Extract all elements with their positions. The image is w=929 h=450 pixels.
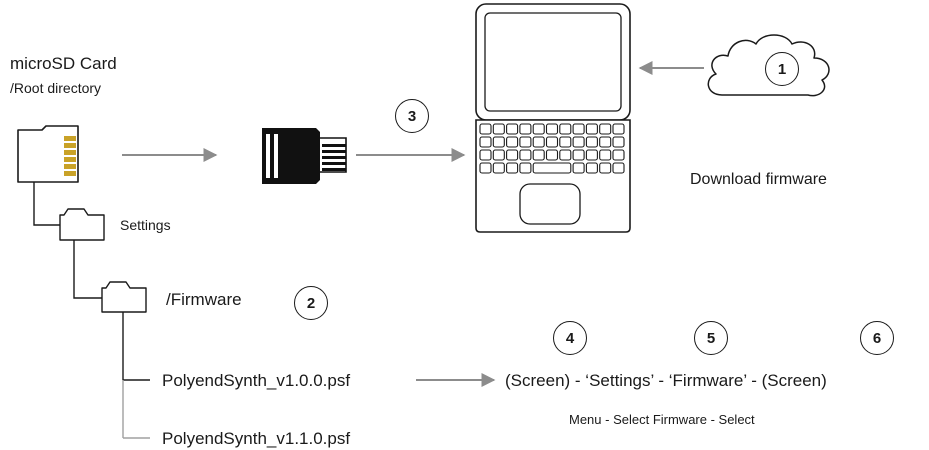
keyboard-key: [492, 149, 505, 161]
step-badge-2: 2: [294, 286, 328, 320]
keyboard-key: [492, 162, 505, 174]
microsd-card-icon: [17, 125, 79, 183]
keyboard-key: [532, 149, 545, 161]
keyboard-key: [532, 123, 545, 135]
keyboard-key: [506, 149, 519, 161]
keyboard-key: [506, 123, 519, 135]
keyboard-key: [572, 149, 585, 161]
keyboard-key: [506, 136, 519, 148]
keyboard-key: [479, 123, 492, 135]
step-badge-4: 4: [553, 321, 587, 355]
card-title: microSD Card: [10, 54, 117, 73]
keyboard-key: [599, 162, 612, 174]
keyboard-key: [585, 123, 598, 135]
keyboard-key: [479, 162, 492, 174]
folder-label-settings: Settings: [120, 217, 171, 233]
keyboard-key: [612, 149, 625, 161]
keyboard-key: [572, 136, 585, 148]
firmware-file-1[interactable]: PolyendSynth_v1.0.0.psf: [162, 371, 351, 390]
tree-lines: [33, 182, 150, 381]
keyboard-key: [612, 123, 625, 135]
keyboard-key: [612, 136, 625, 148]
step-badge-5: 5: [694, 321, 728, 355]
keyboard-key: [612, 162, 625, 174]
keyboard-key: [599, 149, 612, 161]
keyboard-key: [585, 149, 598, 161]
keyboard-key: [519, 136, 532, 148]
folder-icon-settings: [59, 208, 105, 241]
keyboard-key: [506, 162, 519, 174]
keyboard-key: [479, 136, 492, 148]
folder-label-firmware: /Firmware: [166, 290, 242, 309]
firmware-file-2[interactable]: PolyendSynth_v1.1.0.psf: [162, 429, 351, 448]
keyboard-key: [492, 136, 505, 148]
keyboard-key: [545, 149, 559, 161]
keyboard-key: [599, 136, 612, 148]
keyboard-key: [519, 162, 532, 174]
keyboard-key: [585, 162, 598, 174]
keyboard-key: [519, 149, 532, 161]
keyboard-key: [572, 123, 585, 135]
menu-hint: Menu - Select Firmware - Select: [569, 412, 755, 427]
keyboard-key: [559, 123, 572, 135]
step-badge-3: 3: [395, 99, 429, 133]
keyboard-key: [559, 136, 572, 148]
keyboard-key: [545, 136, 559, 148]
step-sequence: (Screen) - ‘Settings’ - ‘Firmware’ - (Sc…: [505, 371, 827, 390]
card-reader-icon: [262, 128, 347, 184]
cloud-caption: Download firmware: [690, 171, 827, 188]
keyboard-key: [479, 149, 492, 161]
keyboard-key: [532, 162, 572, 174]
keyboard-key: [585, 136, 598, 148]
keyboard-key: [492, 123, 505, 135]
keyboard-key: [532, 136, 545, 148]
tree-lines-secondary: [122, 380, 150, 439]
laptop-icon: [475, 3, 631, 233]
step-badge-6: 6: [860, 321, 894, 355]
step-badge-1: 1: [765, 52, 799, 86]
keyboard-key: [519, 123, 532, 135]
keyboard-key: [599, 123, 612, 135]
card-subtitle: /Root directory: [10, 80, 102, 96]
keyboard-key: [545, 123, 559, 135]
folder-icon-firmware: [101, 281, 147, 313]
keyboard-key: [572, 162, 585, 174]
keyboard-key: [559, 149, 572, 161]
